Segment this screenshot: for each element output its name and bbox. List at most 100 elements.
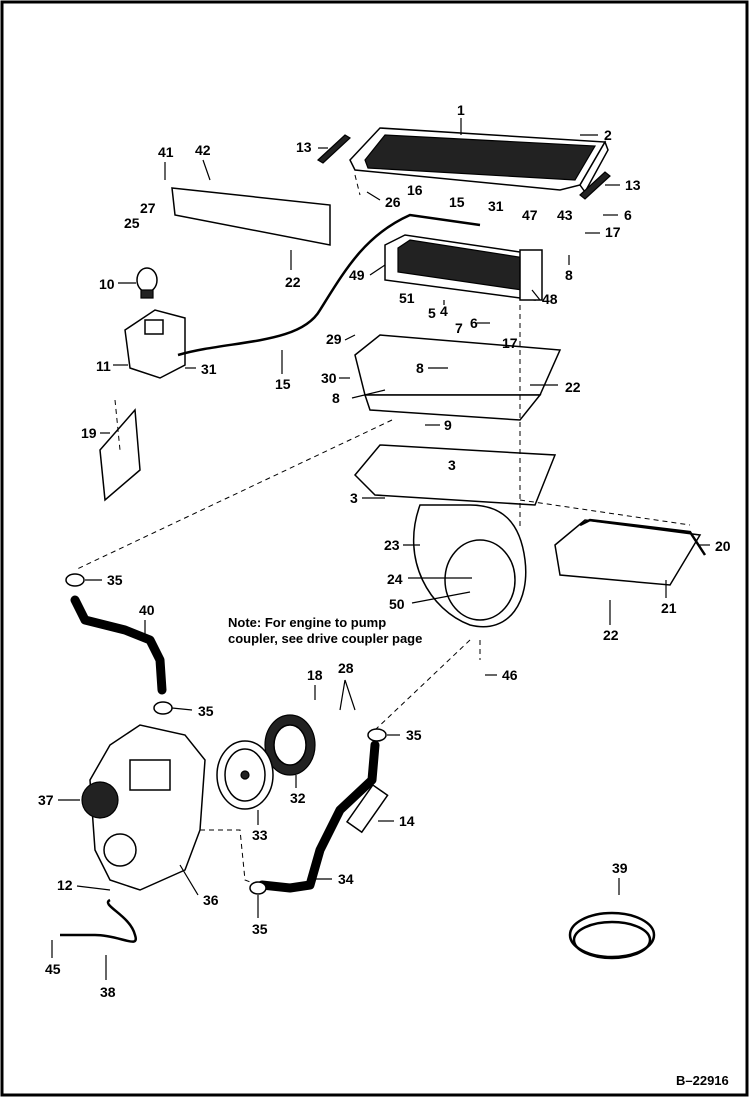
callout-number: 50 bbox=[389, 596, 405, 612]
callout-number: 10 bbox=[99, 276, 115, 292]
guide-line bbox=[354, 174, 361, 196]
hose-coil bbox=[568, 911, 656, 960]
callout-number: 6 bbox=[624, 207, 632, 223]
callout-number: 5 bbox=[428, 305, 436, 321]
upper-hose-40 bbox=[70, 595, 167, 695]
callout-number: 15 bbox=[275, 376, 291, 392]
callout-number: 38 bbox=[100, 984, 116, 1000]
callout-number: 46 bbox=[502, 667, 518, 683]
callout-number: 51 bbox=[399, 290, 415, 306]
callout-number: 15 bbox=[449, 194, 465, 210]
callout-number: 31 bbox=[488, 198, 504, 214]
callout-number: 47 bbox=[522, 207, 538, 223]
callout-number: 3 bbox=[448, 457, 456, 473]
callout-number: 18 bbox=[307, 667, 323, 683]
callout-number: 31 bbox=[201, 361, 217, 377]
guide-line bbox=[200, 829, 259, 886]
fan-shroud bbox=[412, 504, 527, 628]
callout-number: 25 bbox=[124, 215, 140, 231]
callout-number: 39 bbox=[612, 860, 628, 876]
callout-number: 35 bbox=[107, 572, 123, 588]
mounting-tray bbox=[354, 334, 562, 396]
callout-number: 16 bbox=[407, 182, 423, 198]
callout-number: 11 bbox=[96, 358, 111, 374]
pulley-33 bbox=[216, 740, 274, 810]
callout-number: 13 bbox=[625, 177, 641, 193]
hose-clamp bbox=[367, 728, 387, 742]
callout-number: 37 bbox=[38, 792, 54, 808]
callout-number: 33 bbox=[252, 827, 268, 843]
guide-line bbox=[74, 419, 393, 571]
callout-number: 41 bbox=[158, 144, 174, 160]
callout-number: 29 bbox=[326, 331, 342, 347]
callout-number: 48 bbox=[542, 291, 558, 307]
callout-number: 28 bbox=[338, 660, 354, 676]
lower-hose-34 bbox=[257, 740, 380, 893]
callout-number: 35 bbox=[406, 727, 422, 743]
callout-number: 49 bbox=[349, 267, 365, 283]
note-line-1: Note: For engine to pump bbox=[228, 615, 386, 630]
oil-cooler bbox=[384, 234, 543, 301]
callout-number: 45 bbox=[45, 961, 61, 977]
callout-number: 43 bbox=[557, 207, 573, 223]
callouts: 1 2 13 13 41 42 26 16 15 31 47 43 6 17 2… bbox=[38, 102, 731, 1000]
callout-number: 35 bbox=[198, 703, 214, 719]
callout-number: 34 bbox=[338, 871, 354, 887]
drain-hose-38 bbox=[60, 898, 137, 943]
callout-number: 6 bbox=[470, 315, 478, 331]
reference-code: B–22916 bbox=[676, 1073, 729, 1088]
callout-number: 17 bbox=[605, 224, 621, 240]
strip-13-right bbox=[579, 171, 611, 200]
callout-number: 2 bbox=[604, 127, 612, 143]
radiator-grille bbox=[349, 127, 609, 194]
seal-20 bbox=[579, 518, 707, 556]
coolant-reservoir bbox=[124, 309, 186, 379]
note-line-2: coupler, see drive coupler page bbox=[228, 631, 422, 646]
callout-number: 36 bbox=[203, 892, 219, 908]
hose-clamp bbox=[65, 573, 85, 587]
callout-number: 42 bbox=[195, 142, 211, 158]
guide-line bbox=[519, 499, 691, 526]
callout-number: 9 bbox=[444, 417, 452, 433]
callout-number: 4 bbox=[440, 303, 448, 319]
fan-pulley-32 bbox=[264, 714, 316, 776]
callout-number: 19 bbox=[81, 425, 97, 441]
mounting-tray-lower bbox=[363, 394, 542, 421]
engine bbox=[81, 724, 206, 891]
reservoir-cap bbox=[136, 267, 158, 299]
callout-number: 21 bbox=[661, 600, 677, 616]
hose-clamp bbox=[153, 701, 173, 715]
callout-number: 22 bbox=[565, 379, 581, 395]
callout-number: 40 bbox=[139, 602, 155, 618]
callout-number: 27 bbox=[140, 200, 156, 216]
callout-number: 8 bbox=[565, 267, 573, 283]
callout-number: 8 bbox=[332, 390, 340, 406]
hose-clamp bbox=[249, 881, 267, 895]
strip-13-left bbox=[317, 134, 351, 164]
callout-number: 22 bbox=[603, 627, 619, 643]
side-panel bbox=[171, 187, 331, 246]
bracket-19 bbox=[99, 408, 141, 502]
callout-number: 17 bbox=[502, 335, 518, 351]
callout-number: 35 bbox=[252, 921, 268, 937]
hose-guard-14 bbox=[345, 783, 389, 834]
callout-number: 1 bbox=[457, 102, 465, 118]
callout-number: 3 bbox=[350, 490, 358, 506]
shroud-box bbox=[353, 444, 557, 506]
callout-number: 7 bbox=[455, 320, 463, 336]
callout-number: 14 bbox=[399, 813, 415, 829]
guide-line bbox=[374, 639, 471, 731]
callout-number: 8 bbox=[416, 360, 424, 376]
callout-number: 23 bbox=[384, 537, 400, 553]
callout-number: 24 bbox=[387, 571, 403, 587]
callout-number: 30 bbox=[321, 370, 337, 386]
callout-number: 26 bbox=[385, 194, 401, 210]
callout-number: 20 bbox=[715, 538, 731, 554]
callout-number: 32 bbox=[290, 790, 306, 806]
callout-number: 13 bbox=[296, 139, 312, 155]
callout-number: 12 bbox=[57, 877, 73, 893]
overflow-hose bbox=[177, 213, 481, 357]
callout-number: 22 bbox=[285, 274, 301, 290]
